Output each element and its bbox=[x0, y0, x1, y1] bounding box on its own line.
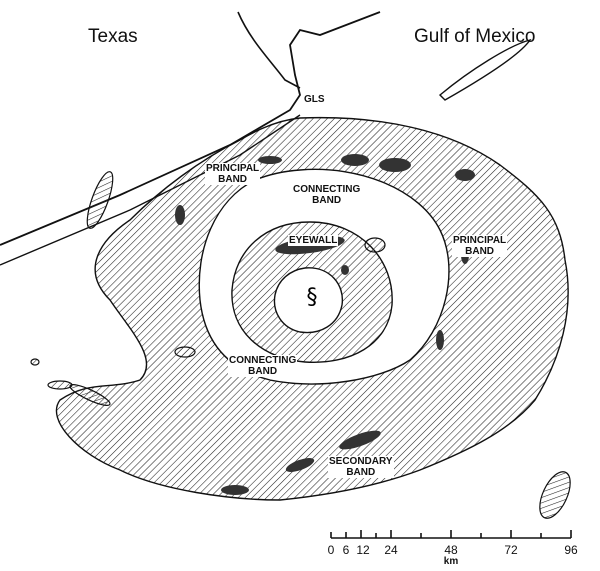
scale-tick-label: 12 bbox=[356, 543, 370, 557]
coastline bbox=[0, 11, 381, 246]
label-texas: Texas bbox=[88, 26, 138, 47]
scale-tick-label: 72 bbox=[504, 543, 518, 557]
bolivar-peninsula bbox=[237, 11, 301, 89]
hurricane-symbol-icon: § bbox=[307, 285, 318, 310]
label-eyewall: EYEWALL bbox=[288, 235, 339, 246]
scale-tick-label: 96 bbox=[564, 543, 578, 557]
label-gulf-of-mexico: Gulf of Mexico bbox=[414, 26, 536, 47]
offshore-island bbox=[438, 38, 532, 101]
scale-tick-label: 24 bbox=[384, 543, 398, 557]
scale-unit: km bbox=[443, 556, 459, 567]
label-gls: GLS bbox=[303, 94, 326, 105]
scale-tick-label: 48 bbox=[444, 543, 458, 557]
scale-tick-label: 6 bbox=[342, 543, 350, 557]
scale-tick-label: 0 bbox=[327, 543, 335, 557]
eyewall-ring bbox=[231, 221, 393, 363]
scale-bar bbox=[330, 530, 572, 539]
isolated-cells bbox=[30, 171, 571, 519]
